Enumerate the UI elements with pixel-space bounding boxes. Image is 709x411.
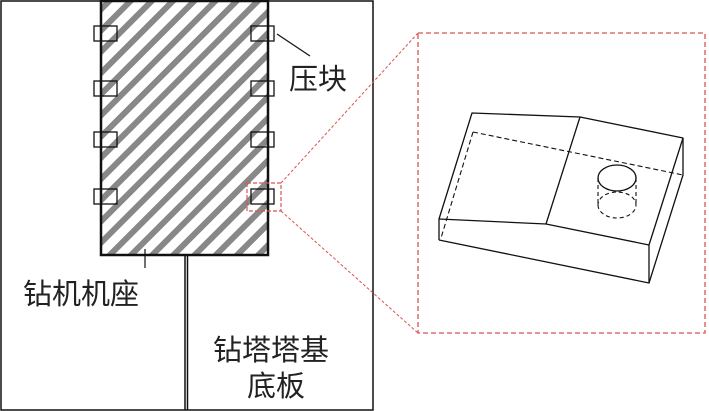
clamp-leader-line (276, 33, 311, 57)
callout-line (280, 210, 419, 334)
clamp-block (93, 80, 118, 97)
drill-base-label: 钻机机座 (23, 277, 140, 311)
clamp-block (93, 188, 118, 205)
bolt-hole-cylinder (597, 164, 637, 219)
drill-base (99, 0, 270, 257)
clamp-block (250, 80, 275, 97)
clamp-block (93, 131, 118, 148)
clamp-block (250, 25, 275, 42)
callout-source-box (246, 182, 282, 212)
callout-line (280, 32, 419, 184)
clamp-block-3d (438, 112, 684, 284)
clamp-block (250, 188, 275, 205)
clamp-block (93, 25, 118, 42)
clamp-blocks-left (93, 25, 118, 205)
clamp-block (250, 131, 275, 148)
clamp-blocks-right (250, 25, 275, 205)
tower-base-plate-label-2: 底板 (247, 369, 306, 403)
tower-base-plate-label-1: 钻塔塔基 (213, 333, 330, 367)
callout-detail-box (417, 32, 706, 334)
clamp-block-label: 压块 (289, 62, 348, 96)
